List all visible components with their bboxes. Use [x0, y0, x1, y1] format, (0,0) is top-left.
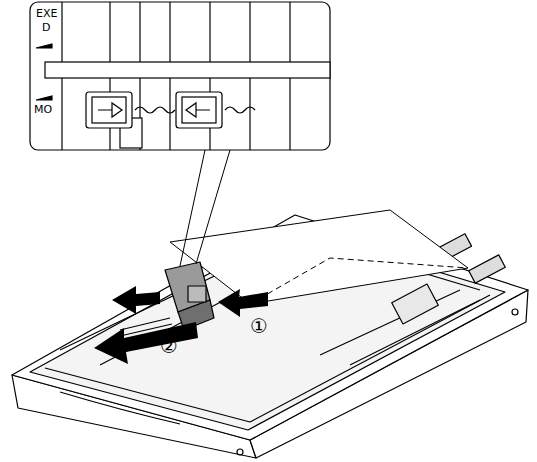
- callout-number: ①: [250, 316, 268, 336]
- callout-number: ②: [160, 336, 178, 356]
- size-mark: MO: [34, 104, 52, 115]
- size-mark: D: [42, 22, 50, 33]
- size-mark: EXE: [36, 8, 57, 19]
